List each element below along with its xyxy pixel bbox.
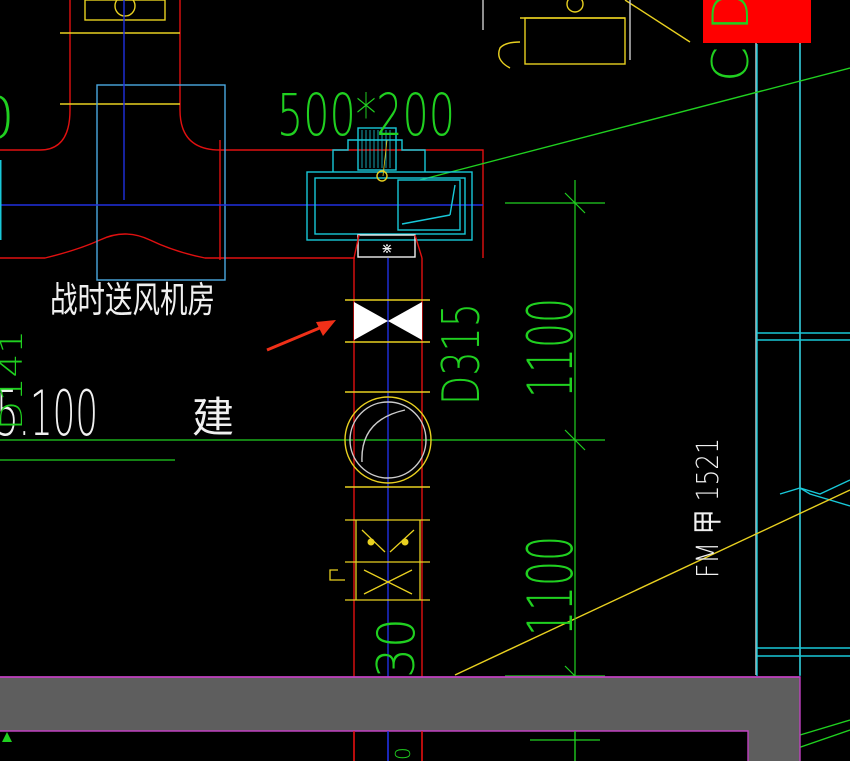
left-partial-label: 0: [0, 84, 15, 152]
butterfly-valve-icon: [345, 299, 430, 343]
elevation-label: 5.100: [0, 377, 98, 450]
room-name-label: 战时送风机房: [50, 280, 215, 321]
round-fitting-icon: [344, 391, 432, 488]
svg-text:0: 0: [391, 747, 415, 760]
damper-icon: [329, 519, 430, 601]
svg-text:⋇: ⋇: [381, 241, 393, 257]
grey-wall-block: 0: [0, 676, 801, 761]
top-right-partial-label: C D: [702, 0, 760, 82]
dimension-upper-label: 1100: [514, 298, 587, 398]
dimension-lower-label: 1100: [514, 536, 587, 636]
red-block: [703, 0, 811, 43]
vertical-green-partial-label: D141: [0, 330, 30, 430]
jian-label: 建: [192, 393, 234, 442]
fan-unit: ⋇: [306, 127, 473, 258]
bottom-partial-label: 30: [367, 618, 427, 678]
door-code-label: FM 甲 1521: [691, 438, 726, 578]
dimension-lines: [0, 180, 605, 761]
duct-size-label: 500*200: [277, 81, 455, 149]
pointer-arrow-icon: [266, 320, 336, 352]
pipe-d315-label: D315: [432, 303, 492, 405]
